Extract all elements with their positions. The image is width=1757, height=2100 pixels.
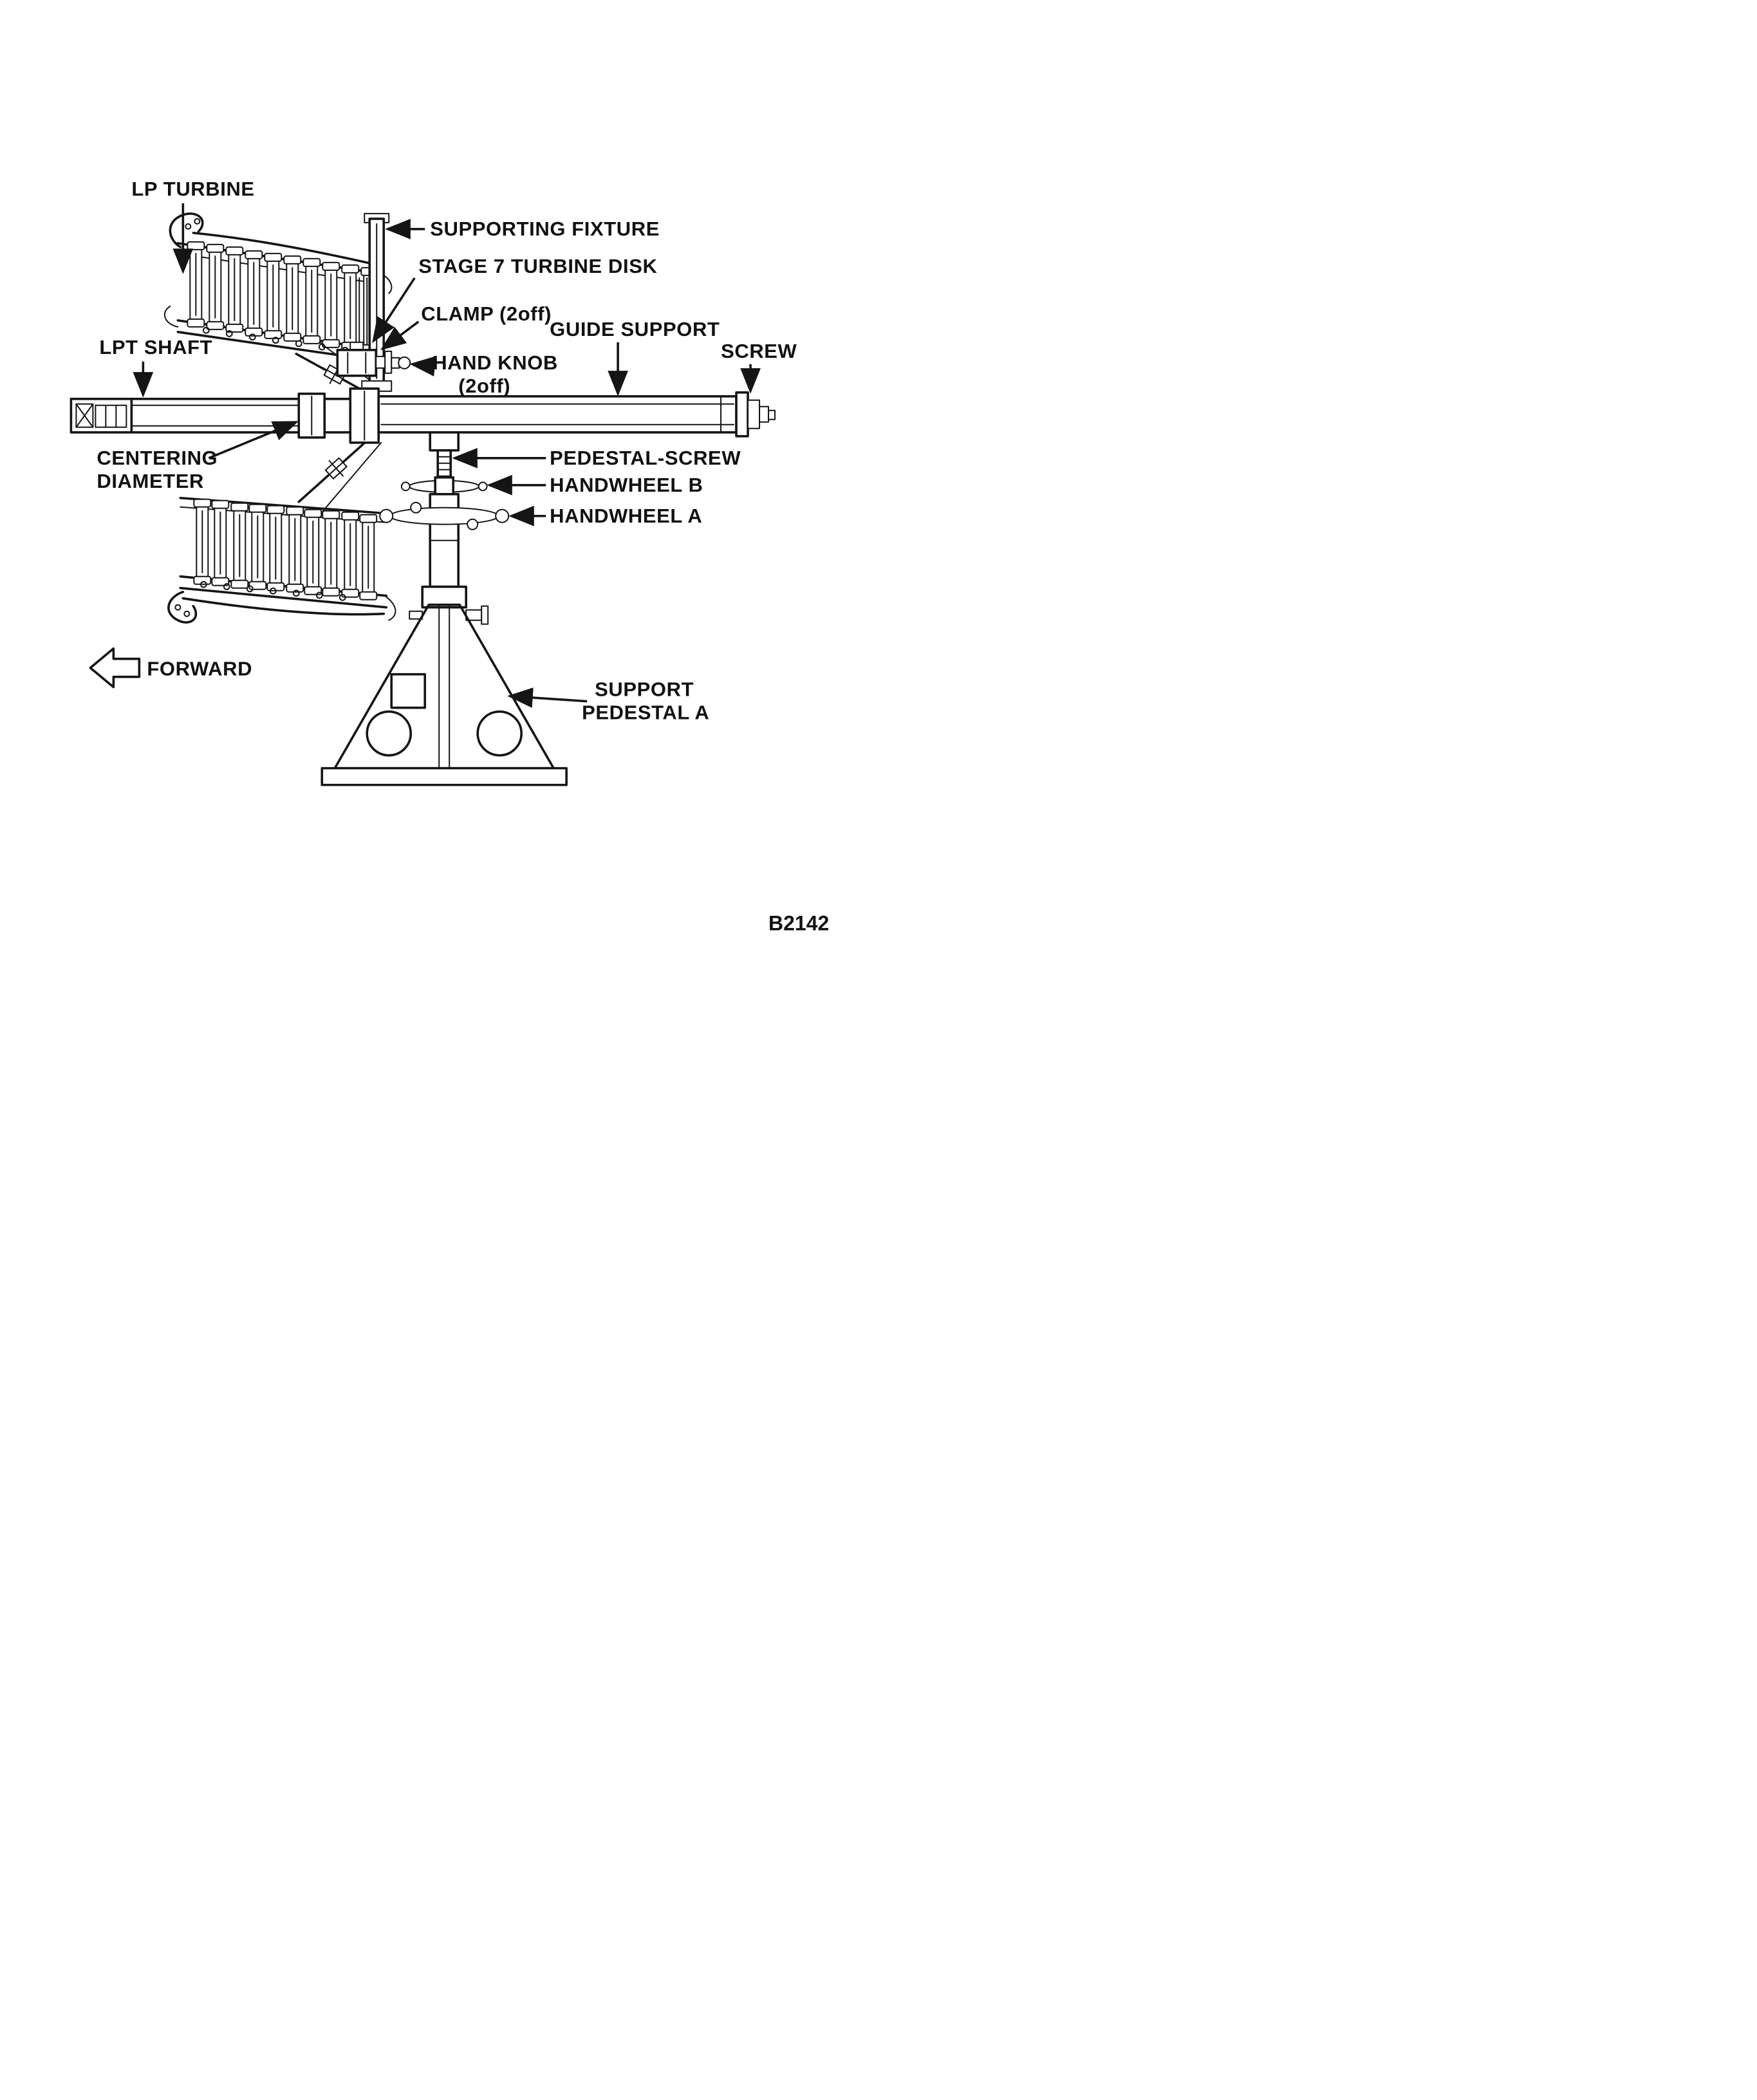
handwheel-b-knob-right: [478, 481, 488, 492]
screw-part: [735, 391, 776, 438]
lower-right-tail: [386, 596, 396, 621]
turbine-blade: [245, 250, 263, 337]
turbine-blade: [302, 257, 321, 344]
pedestal-top-block: [429, 431, 460, 452]
label-handwheel-b: HANDWHEEL B: [550, 474, 703, 496]
pedestal-screw-threads: [437, 456, 452, 477]
stage7-disk-leader-arrow: [372, 277, 416, 344]
label-pedestal-screw: PEDESTAL-SCREW: [550, 447, 741, 469]
triangle-plate-square: [390, 673, 427, 709]
clamp-body: [336, 349, 378, 377]
label-supporting-fixture: SUPPORTING FIXTURE: [430, 218, 660, 240]
handwheel-b-hub: [434, 476, 455, 496]
turbine-blade: [304, 508, 322, 595]
hatch-diag-2: [75, 403, 94, 428]
knob-ball: [398, 356, 411, 369]
turbine-blade: [286, 506, 304, 593]
label-stage7-turbine-disk: STAGE 7 TURBINE DISK: [418, 255, 657, 277]
turbine-blade: [225, 246, 244, 333]
handwheel-a-knob-mid-right: [467, 518, 479, 530]
lower-band-bolt-holes: [174, 581, 346, 617]
turbine-blade: [322, 261, 340, 348]
lpt-shaft-part: [70, 387, 380, 444]
screw-tip: [768, 409, 776, 420]
turbine-blade: [341, 511, 360, 598]
handwheel-a-knob-right: [495, 508, 510, 523]
turbine-blade: [187, 241, 205, 328]
label-hand-knob-qty: (2off): [458, 375, 510, 397]
lp-turbine-lower-stack: [167, 496, 396, 624]
clamp-and-hand-knob-part: [336, 341, 411, 377]
turbine-blade: [264, 252, 283, 339]
label-lp-turbine: LP TURBINE: [131, 178, 254, 200]
turbine-blade: [266, 505, 285, 591]
pedestal-base-plate: [321, 767, 568, 786]
shaft-spline-box: [95, 404, 127, 428]
lower-bottom-band-2: [179, 586, 388, 609]
turbine-blade: [248, 503, 267, 590]
label-support-pedestal-2: PEDESTAL A: [582, 702, 709, 724]
turbine-blade: [283, 255, 302, 342]
diagram-artwork: [70, 212, 776, 786]
support-pedestal-part: [321, 431, 568, 786]
callout-labels: LP TURBINE SUPPORTING FIXTURE STAGE 7 TU…: [97, 178, 829, 935]
lower-casing-line: [181, 597, 386, 616]
screw-flange: [735, 391, 749, 438]
upper-casing-line: [192, 232, 386, 268]
label-centering-diameter-2: DIAMETER: [97, 470, 204, 492]
triangle-hole-left: [366, 710, 413, 757]
knob-flange: [384, 350, 393, 374]
leader-arrows: [133, 203, 761, 708]
turbine-blade: [206, 243, 225, 330]
turbine-blade: [230, 502, 249, 589]
screw-step: [759, 405, 770, 423]
support-pedestal-leader-arrow: [507, 687, 588, 708]
clamp-leader-arrow: [380, 321, 420, 351]
hand-knob-leader-arrow: [409, 356, 436, 376]
label-hand-knob: HAND KNOB: [432, 351, 558, 374]
lower-left-flange: [167, 590, 198, 624]
figure-reference: B2142: [768, 912, 829, 935]
handwheel-a-knob-mid-left: [410, 501, 422, 514]
knob-shaft: [375, 355, 386, 369]
handwheel-b-knob-left: [400, 481, 411, 492]
screw-body: [747, 399, 761, 429]
turbine-blade: [359, 514, 378, 600]
triangle-hole-right: [476, 710, 523, 757]
pedestal-triangle-frame: [333, 603, 555, 770]
guide-support-part: [377, 395, 738, 434]
label-lpt-shaft: LPT SHAFT: [99, 336, 212, 358]
label-screw: SCREW: [721, 340, 797, 362]
label-guide-support: GUIDE SUPPORT: [550, 318, 720, 340]
lower-web-line-2: [321, 441, 382, 513]
handwheel-a-rim: [389, 506, 499, 525]
handwheel-a-knob-left: [379, 508, 394, 523]
centering-diameter-leader-arrow: [208, 421, 299, 460]
forward-arrow-icon: [89, 647, 141, 689]
upper-right-tail: [383, 274, 393, 294]
lock-pin-cap: [481, 605, 489, 625]
label-centering-diameter-1: CENTERING: [97, 447, 218, 469]
label-handwheel-a: HANDWHEEL A: [550, 505, 702, 527]
upper-left-hook: [163, 305, 179, 328]
turbine-blade: [341, 264, 360, 351]
turbine-blade: [211, 499, 230, 586]
turbine-blade: [322, 510, 340, 597]
label-support-pedestal-1: SUPPORT: [595, 678, 694, 701]
turbine-blade: [193, 498, 212, 585]
label-clamp: CLAMP (2off): [421, 302, 552, 325]
guide-support-tube: [377, 395, 738, 434]
label-forward: FORWARD: [147, 658, 252, 680]
